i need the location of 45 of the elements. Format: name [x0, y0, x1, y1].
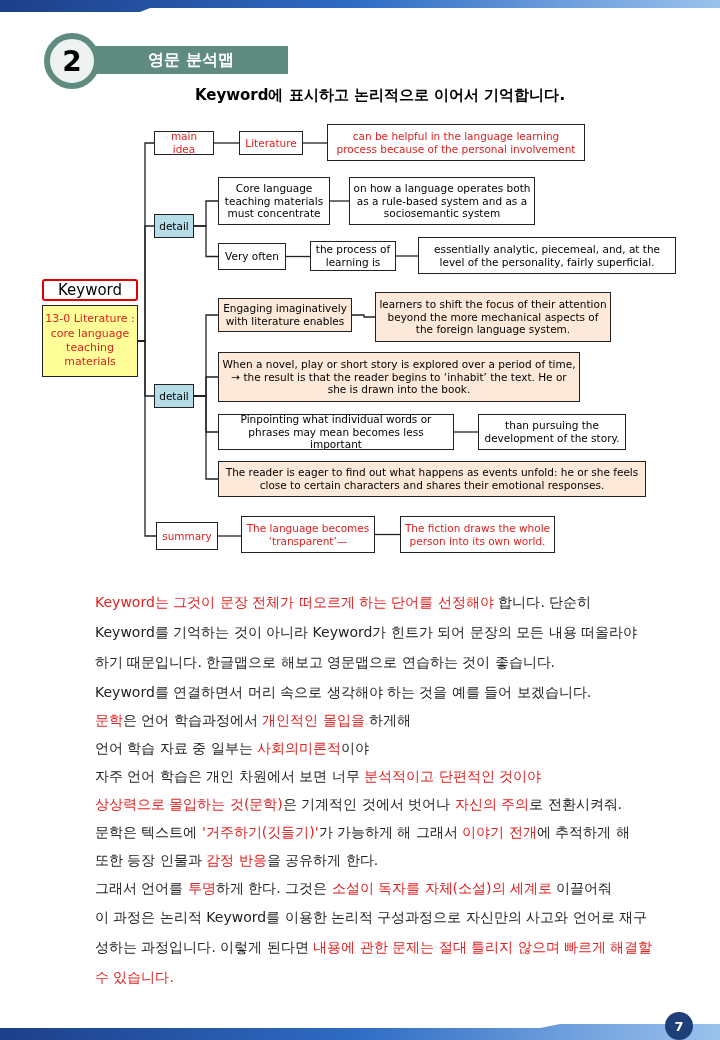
- text-box: essentially analytic, piecemeal, and, at the level of the personality, fairly superficial.: [418, 237, 676, 274]
- connector-line: [395, 255, 419, 257]
- connector-line: [217, 535, 242, 537]
- topic-box: summary: [156, 522, 218, 550]
- detail-box: detail: [154, 214, 194, 238]
- connector-line: [374, 533, 401, 536]
- topic-box: Literature: [239, 131, 303, 155]
- page-number: 7: [665, 1012, 693, 1040]
- connector-line: [285, 255, 311, 258]
- connector-line: [453, 431, 479, 433]
- text-box: When a novel, play or short story is explored over a period of time, → the result is that the reader begins to ‘inhabit’ the text. He or she is drawn into the book.: [218, 352, 580, 402]
- detail-box: detail: [154, 384, 194, 408]
- text-line: 문학은 텍스트에 '거주하기(깃들기)'가 가능하게 해 그래서 이야기 전개에 추적하게 해: [95, 823, 631, 842]
- connector-line: [193, 225, 219, 258]
- paragraph: Keyword는 그것이 문장 전체가 떠오르게 하는 단어를 선정해야 합니다. 단순히 Keyword를 기억하는 것이 아니라 Keyword가 힌트가 되어 문장의 모든 내용 떠올라야 하기 때문입니다. 한글맵으로 해보고 영문맵으로 연습하는 것이 좋습니다.: [95, 593, 639, 672]
- keyword-heading: Keyword: [42, 279, 138, 301]
- text-box: Core language teaching materials must concentrate: [218, 177, 330, 225]
- text-box: Pinpointing what individual words or phrases may mean becomes less important: [218, 414, 454, 450]
- connector-line: [351, 314, 376, 318]
- topic-box: main idea: [154, 131, 214, 155]
- text-line: Keyword를 연결하면서 머리 속으로 생각해야 하는 것을 예를 들어 보겠습니다.: [95, 683, 593, 702]
- text-line: 상상력으로 몰입하는 것(문학)은 기계적인 것에서 벗어나 자신의 주의로 전환시켜줘.: [95, 795, 623, 814]
- topic-box: The fiction draws the whole person into its own world.: [400, 516, 555, 553]
- text-box: The reader is eager to find out what happens as events unfold: he or she feels close to certain characters and shares their emotional responses.: [218, 461, 646, 497]
- text-line: 또한 등장 인물과 감정 반응을 공유하게 한다.: [95, 851, 380, 870]
- text-line: 그래서 언어를 투명하게 한다. 그것은 소설이 독자를 자체(소설)의 세계로 이끌어줘: [95, 879, 614, 898]
- topic-box: The language becomes ‘transparent’—: [241, 516, 375, 553]
- connector-line: [213, 142, 240, 144]
- text-box: than pursuing the development of the story.: [478, 414, 626, 450]
- topic-box: can be helpful in the language learning process because of the personal involvement: [327, 124, 585, 161]
- connector-line: [193, 395, 219, 480]
- text-box: Engaging imaginatively with literature enables: [218, 298, 352, 332]
- connector-line: [302, 142, 328, 144]
- text-line: 문학은 언어 학습과정에서 개인적인 몰입을 하게해: [95, 711, 413, 730]
- text-box: Very often: [218, 243, 286, 270]
- section-number: 2: [44, 33, 100, 89]
- paragraph: 이 과정은 논리적 Keyword를 이용한 논리적 구성과정으로 자신만의 사고와 언어로 재구성하는 과정입니다. 이렇게 된다면 내용에 관한 문제는 절대 틀리지 않으며 빠르게 해결할 수 있습니다.: [95, 908, 654, 987]
- text-box: on how a language operates both as a rule-based system and as a sociosemantic system: [349, 177, 535, 225]
- connector-line: [329, 200, 350, 202]
- subtitle: Keyword에 표시하고 논리적으로 이어서 기억합니다.: [193, 86, 567, 106]
- text-box: learners to shift the focus of their attention beyond the more mechanical aspects of the foreign language system.: [375, 292, 611, 342]
- text-line: 자주 언어 학습은 개인 차원에서 보면 너무 분석적이고 단편적인 것이야: [95, 767, 543, 786]
- text-line: 언어 학습 자료 중 일부는 사회의미론적이야: [95, 739, 371, 758]
- topic-card: 13-0 Literature : core language teaching materials: [42, 305, 138, 377]
- text-box: the process of learning is: [310, 241, 396, 271]
